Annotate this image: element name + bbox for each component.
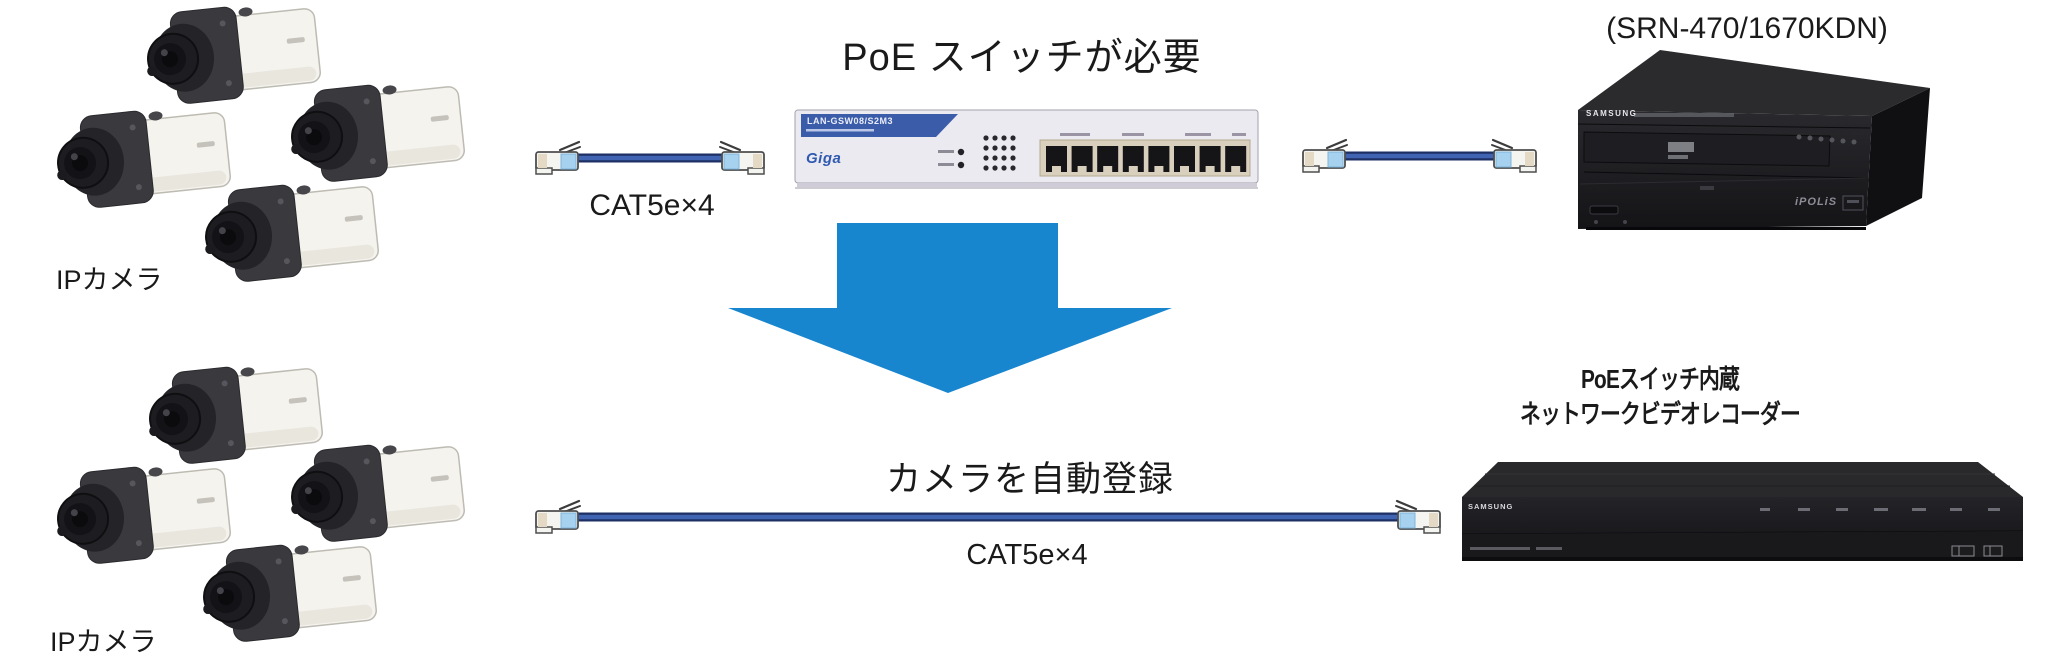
ip-camera-cluster-top: [50, 0, 468, 287]
ip-camera-icon: [198, 178, 382, 287]
poe-nvr-device: [1461, 462, 2024, 561]
ip-camera-label-top: IPカメラ: [56, 265, 163, 295]
led-grid: [983, 135, 1016, 171]
ipolis-logo: iPOLiS: [1795, 196, 1838, 208]
rj45-connector-icon: [1490, 138, 1538, 174]
poe-nvr-label: PoEスイッチ内蔵 ネットワークビデオレコーダー: [1500, 362, 1820, 432]
rj45-connector-icon: [1301, 138, 1349, 174]
cable-label-top: CAT5e×4: [589, 189, 715, 222]
rj45-connector-icon: [534, 499, 582, 535]
switch-model-text: LAN-GSW08/S2M3: [807, 116, 894, 126]
poe-switch-device: [794, 109, 1259, 189]
poe-nvr-label-line1: PoEスイッチ内蔵: [1580, 364, 1740, 394]
down-arrow-icon: [728, 223, 1172, 393]
cat5e-cable-top-left: [534, 140, 766, 176]
ip-camera-label-bottom: IPカメラ: [50, 627, 157, 657]
ip-camera-icon: [196, 538, 380, 647]
cable-label-bottom: CAT5e×4: [966, 539, 1088, 571]
ip-camera-icon: [50, 104, 234, 213]
recorder-model-label: (SRN-470/1670KDN): [1606, 12, 1888, 45]
ip-camera-icon: [284, 78, 468, 187]
ip-camera-icon: [140, 0, 324, 109]
poe-nvr-label-line2: ネットワークビデオレコーダー: [1519, 399, 1801, 430]
rj45-port-row: [1046, 146, 1247, 172]
cat5e-cable-bottom: [534, 499, 1442, 535]
usb-ports: [1951, 545, 2003, 557]
top-title: PoE スイッチが必要: [842, 37, 1202, 79]
rj45-connector-icon: [534, 140, 582, 176]
bottom-title: カメラを自動登録: [885, 460, 1174, 499]
samsung-logo-nvr: SAMSUNG: [1468, 502, 1514, 511]
rj45-connector-icon: [718, 140, 766, 176]
ip-camera-icon: [284, 438, 468, 547]
giga-logo: Giga: [806, 150, 842, 167]
rj45-connector-icon: [1394, 499, 1442, 535]
recorder-device-srn: [1577, 50, 1930, 230]
ip-camera-cluster-bottom: [50, 360, 468, 647]
samsung-logo-recorder: SAMSUNG: [1586, 109, 1638, 118]
ip-camera-icon: [50, 460, 234, 569]
indicator-labels: [1760, 508, 2000, 511]
front-buttons: [1796, 134, 1857, 145]
cat5e-cable-top-right: [1301, 138, 1538, 174]
ip-camera-icon: [142, 360, 326, 469]
